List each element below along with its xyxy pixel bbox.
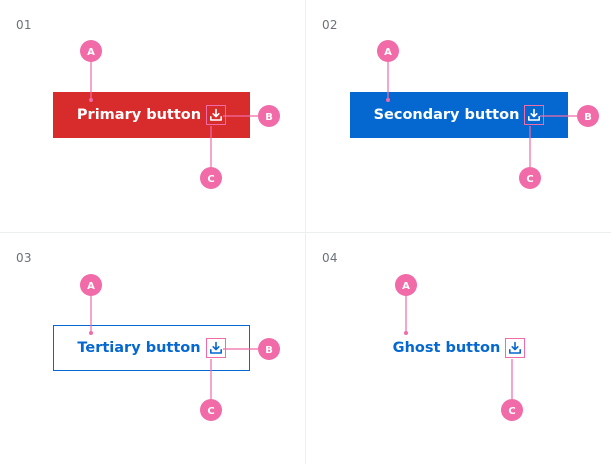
marker-b: B <box>258 338 280 360</box>
marker-c: C <box>200 399 222 421</box>
quadrant-ghost: 04 Ghost button A C <box>306 233 611 465</box>
download-icon <box>206 105 227 125</box>
quadrant-number: 03 <box>16 251 32 265</box>
ghost-button[interactable]: Ghost button <box>392 325 526 371</box>
marker-a: A <box>80 274 102 296</box>
download-icon <box>524 105 545 125</box>
quadrant-number: 04 <box>322 251 338 265</box>
quadrant-number: 02 <box>322 18 338 32</box>
marker-a-label: A <box>87 281 95 292</box>
marker-a-label: A <box>384 47 392 58</box>
marker-b: B <box>577 105 599 127</box>
marker-c-label: C <box>508 406 515 417</box>
tertiary-button[interactable]: Tertiary button <box>53 325 250 371</box>
quadrant-number: 01 <box>16 18 32 32</box>
marker-c: C <box>519 167 541 189</box>
secondary-button[interactable]: Secondary button <box>350 92 568 138</box>
marker-b-label: B <box>265 112 273 123</box>
quadrant-tertiary: 03 Tertiary button A B C <box>0 233 305 465</box>
button-label: Primary button <box>76 107 202 123</box>
marker-c: C <box>501 399 523 421</box>
marker-b-label: B <box>584 112 592 123</box>
horizontal-divider <box>0 232 611 233</box>
primary-button[interactable]: Primary button <box>53 92 250 138</box>
marker-a: A <box>395 274 417 296</box>
marker-b-label: B <box>265 345 273 356</box>
marker-c-label: C <box>207 174 214 185</box>
marker-a-label: A <box>87 47 95 58</box>
marker-a: A <box>377 40 399 62</box>
button-label: Ghost button <box>392 340 501 356</box>
marker-c: C <box>200 167 222 189</box>
marker-a: A <box>80 40 102 62</box>
quadrant-secondary: 02 Secondary button A B C <box>306 0 611 232</box>
button-label: Secondary button <box>373 107 520 123</box>
marker-c-label: C <box>207 406 214 417</box>
download-icon <box>205 338 226 358</box>
download-icon <box>505 338 526 358</box>
marker-b: B <box>258 105 280 127</box>
quadrant-primary: 01 Primary button A B C <box>0 0 305 232</box>
marker-c-label: C <box>526 174 533 185</box>
marker-a-label: A <box>402 281 410 292</box>
button-label: Tertiary button <box>77 340 201 356</box>
